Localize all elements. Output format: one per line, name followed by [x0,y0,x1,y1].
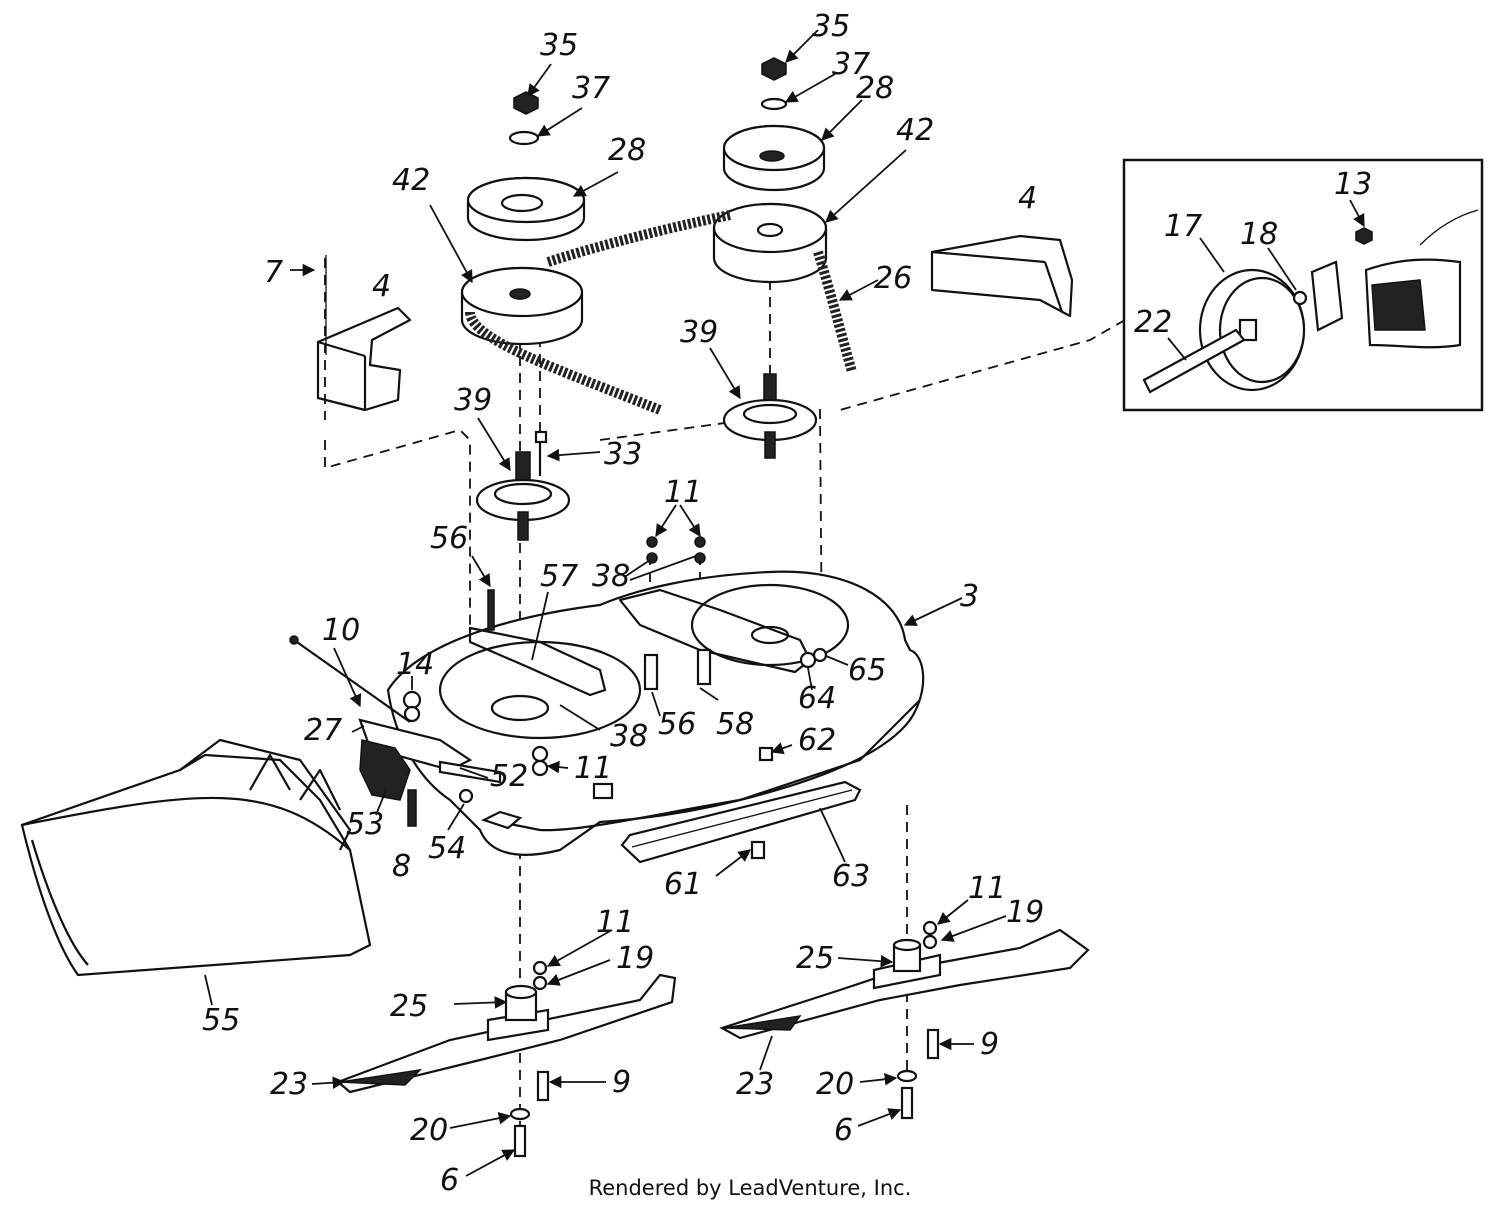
callout-23: 23 [270,1067,308,1102]
callout-11: 11 [574,751,612,786]
callout-18: 18 [1240,217,1278,252]
callout-55: 55 [202,1003,240,1038]
render-credit: Rendered by LeadVenture, Inc. [588,1176,912,1200]
callout-56: 56 [658,707,696,742]
callout-38: 38 [610,719,648,754]
deck-hardware [487,536,828,860]
callout-65: 65 [848,653,886,688]
callout-42: 42 [392,163,430,198]
drive-belt [465,210,857,415]
callout-38: 38 [592,559,630,594]
callout-20: 20 [816,1067,854,1102]
callout-28: 28 [856,71,894,106]
deck-brackets [316,234,1074,412]
callout-27: 27 [304,713,342,748]
callout-35: 35 [812,9,850,44]
callout-22: 22 [1134,305,1172,340]
callout-11: 11 [664,475,702,510]
callout-58: 58 [716,707,754,742]
mower-deck-housing [386,570,925,856]
callout-20: 20 [410,1113,448,1148]
callout-9: 9 [980,1027,999,1062]
callout-28: 28 [608,133,646,168]
gauge-wheel-inset [1122,158,1484,412]
callout-13: 13 [1334,167,1372,202]
callout-63: 63 [832,859,870,894]
deck-baffle [620,780,862,864]
callout-3: 3 [960,579,979,614]
callout-33: 33 [604,437,642,472]
callout-4: 4 [1018,181,1037,216]
callout-25: 25 [390,989,428,1024]
callout-leaders [204,29,1365,1177]
callout-6: 6 [834,1113,853,1148]
callout-39: 39 [454,383,492,418]
callout-25: 25 [796,941,834,976]
callout-6: 6 [440,1163,459,1198]
callout-4: 4 [372,269,391,304]
callout-19: 19 [1006,895,1044,930]
callout-57: 57 [540,559,578,594]
chute-pivot-assembly [289,635,614,830]
callout-11: 11 [596,905,634,940]
callout-35: 35 [540,28,578,63]
callout-64: 64 [798,681,836,716]
spindle-assemblies [475,373,818,541]
discharge-chute [20,738,372,977]
callout-10: 10 [322,613,360,648]
callout-26: 26 [874,261,912,296]
callout-56: 56 [430,521,468,556]
callout-17: 17 [1164,209,1202,244]
callout-labels: 35 37 28 42 35 37 28 42 26 4 7 4 39 39 3… [202,9,1372,1198]
callout-8: 8 [392,849,411,884]
callout-11: 11 [968,871,1006,906]
callout-53: 53 [346,807,384,842]
callout-62: 62 [798,723,836,758]
callout-54: 54 [428,831,466,866]
callout-9: 9 [612,1065,631,1100]
callout-7: 7 [264,255,283,290]
left-blade-assembly [335,960,677,1158]
callout-23: 23 [736,1067,774,1102]
callout-42: 42 [896,113,934,148]
right-pulley-stack [712,57,828,284]
callout-37: 37 [832,47,870,82]
callout-14: 14 [396,647,434,682]
right-blade-assembly [719,920,1090,1120]
callout-39: 39 [680,315,718,350]
callout-61: 61 [664,867,702,902]
callout-37: 37 [572,71,610,106]
callout-52: 52 [490,759,528,794]
callout-19: 19 [616,941,654,976]
left-pulley-stack [460,91,586,346]
